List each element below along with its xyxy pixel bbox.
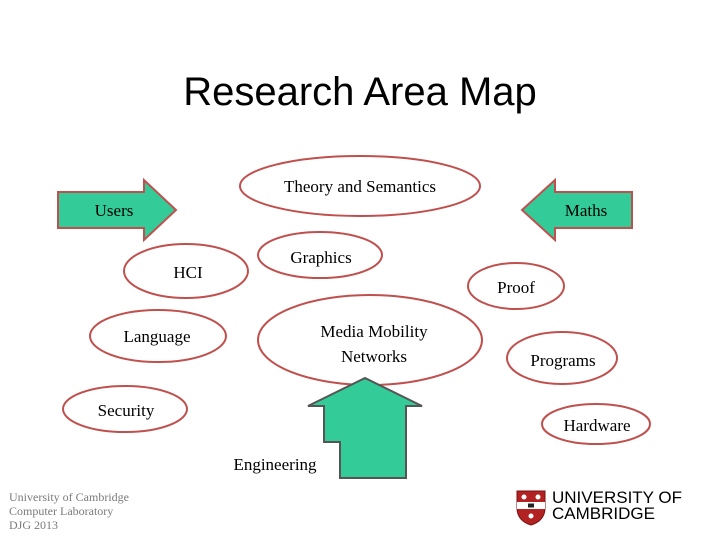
maths-arrow bbox=[520, 177, 633, 243]
security-label: Security bbox=[98, 401, 155, 420]
programs-ellipse bbox=[506, 331, 618, 385]
language-label: Language bbox=[123, 327, 190, 346]
theory-label: Theory and Semantics bbox=[284, 177, 436, 196]
page-title: Research Area Map bbox=[183, 70, 537, 114]
footer-line-2: Computer Laboratory bbox=[9, 504, 114, 518]
engineering-up-arrow bbox=[307, 376, 423, 479]
media-label-line2: Networks bbox=[341, 347, 407, 366]
hci-ellipse bbox=[123, 243, 249, 299]
shield-icon bbox=[516, 490, 546, 526]
logo-line-1: UNIVERSITY OF bbox=[552, 488, 683, 507]
maths-label: Maths bbox=[565, 201, 608, 220]
language-ellipse bbox=[89, 309, 227, 363]
theory-ellipse bbox=[239, 155, 481, 217]
hardware-label: Hardware bbox=[563, 416, 630, 435]
proof-label: Proof bbox=[497, 278, 535, 297]
hardware-ellipse bbox=[541, 403, 651, 445]
logo-wordmark: UNIVERSITY OF CAMBRIDGE bbox=[552, 488, 683, 523]
users-arrow bbox=[57, 177, 178, 243]
proof-ellipse bbox=[467, 262, 565, 310]
engineering-label: Engineering bbox=[233, 455, 317, 474]
university-logo: UNIVERSITY OF CAMBRIDGE bbox=[516, 489, 682, 526]
hci-label: HCI bbox=[173, 263, 203, 282]
graphics-label: Graphics bbox=[290, 248, 351, 267]
graphics-ellipse bbox=[257, 231, 383, 279]
footer-line-3: DJG 2013 bbox=[9, 518, 59, 532]
users-label: Users bbox=[95, 201, 134, 220]
footer-credit: University of Cambridge Computer Laborat… bbox=[9, 490, 129, 532]
footer-line-1: University of Cambridge bbox=[9, 490, 129, 504]
security-ellipse bbox=[62, 385, 188, 433]
media-label-line1: Media Mobility bbox=[320, 322, 428, 341]
programs-label: Programs bbox=[530, 351, 595, 370]
logo-line-2: CAMBRIDGE bbox=[552, 504, 655, 523]
